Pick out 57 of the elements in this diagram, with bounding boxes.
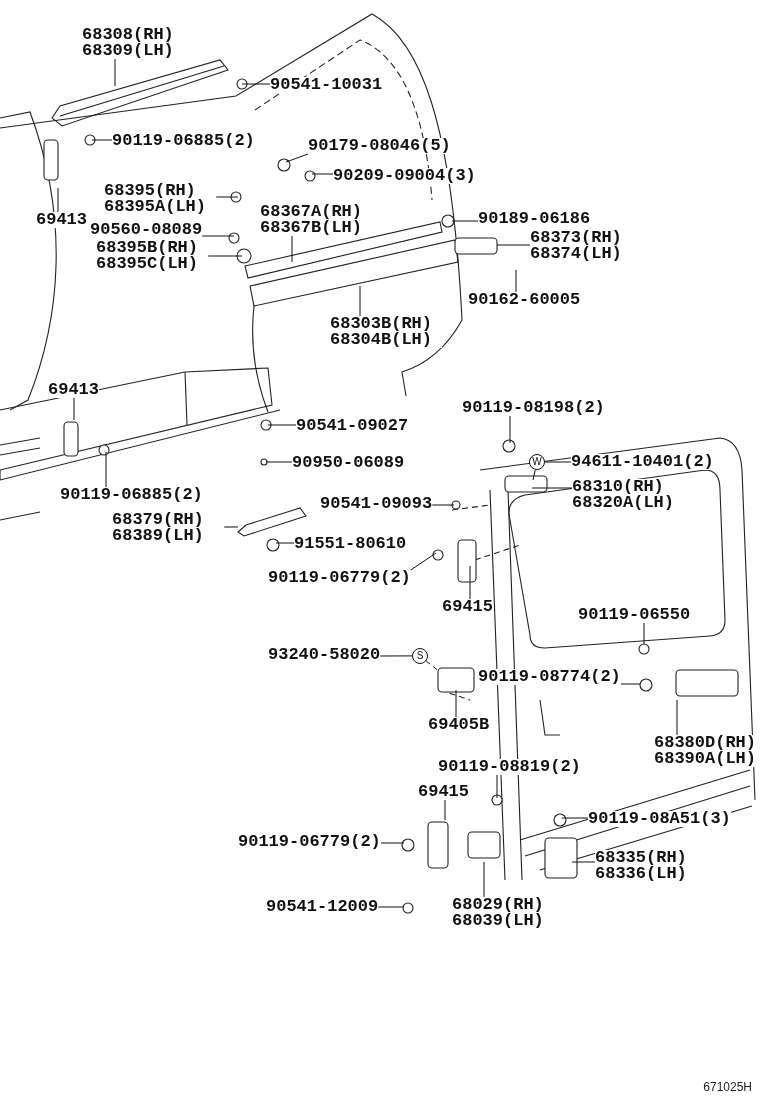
leader-line — [531, 487, 573, 489]
leader-line — [311, 173, 334, 175]
part-number: 90119-06885(2) — [112, 133, 255, 149]
part-number: 68303B(RH) 68304B(LH) — [330, 316, 443, 348]
leader-line — [469, 565, 471, 600]
leader-line — [114, 58, 116, 87]
part-number: 90119-08774(2) — [478, 669, 621, 685]
leader-line — [410, 552, 437, 571]
leader-line — [444, 799, 446, 821]
leader-line — [571, 861, 596, 863]
drawing-code: 671025H — [703, 1080, 752, 1094]
leader-line — [455, 689, 457, 718]
leader-line — [73, 397, 75, 421]
leader-line — [643, 622, 645, 645]
leader-line — [509, 415, 511, 444]
leader-line — [241, 83, 271, 85]
leader-line — [201, 235, 235, 237]
leader-line — [265, 461, 293, 463]
leader-line — [291, 235, 293, 263]
part-number: 90119-08198(2) — [462, 400, 605, 416]
leader-line — [496, 774, 498, 799]
leader-line — [532, 469, 536, 481]
part-number: 90209-09004(3) — [333, 168, 476, 184]
leader-line — [496, 244, 531, 246]
leader-line — [215, 196, 239, 198]
leader-line — [431, 504, 455, 506]
circled-letter: S — [412, 648, 428, 664]
part-number: 94611-10401(2) — [571, 454, 714, 470]
leader-line — [451, 220, 479, 222]
leader-line — [57, 187, 59, 213]
leader-line — [223, 526, 239, 528]
leader-line — [620, 683, 641, 685]
part-number: 90119-06779(2) — [268, 570, 411, 586]
part-number: 69413 — [36, 212, 87, 228]
part-number: 90119-08A51(3) — [588, 811, 731, 827]
leader-line — [285, 153, 309, 163]
leader-line — [561, 817, 589, 819]
part-number: 90179-08046(5) — [308, 138, 451, 154]
leader-line — [359, 285, 361, 317]
leader-line — [380, 842, 405, 844]
leader-line — [483, 861, 485, 898]
leader-line — [91, 139, 113, 141]
leader-line — [275, 542, 295, 544]
leader-line — [515, 269, 517, 293]
circled-letter: W — [529, 454, 545, 470]
part-number: 69413 — [48, 382, 99, 398]
part-number: 90119-06885(2) — [60, 487, 203, 503]
leader-line — [379, 655, 413, 657]
leader-line — [676, 699, 678, 736]
leader-line — [267, 424, 297, 426]
part-number: 90541-10031 — [270, 77, 383, 93]
leader-line — [207, 255, 243, 257]
leader-line — [544, 461, 572, 463]
part-number: 90119-06779(2) — [238, 834, 381, 850]
leader-line — [377, 906, 405, 908]
part-number: 90119-08819(2) — [438, 759, 581, 775]
leader-line — [105, 451, 107, 488]
